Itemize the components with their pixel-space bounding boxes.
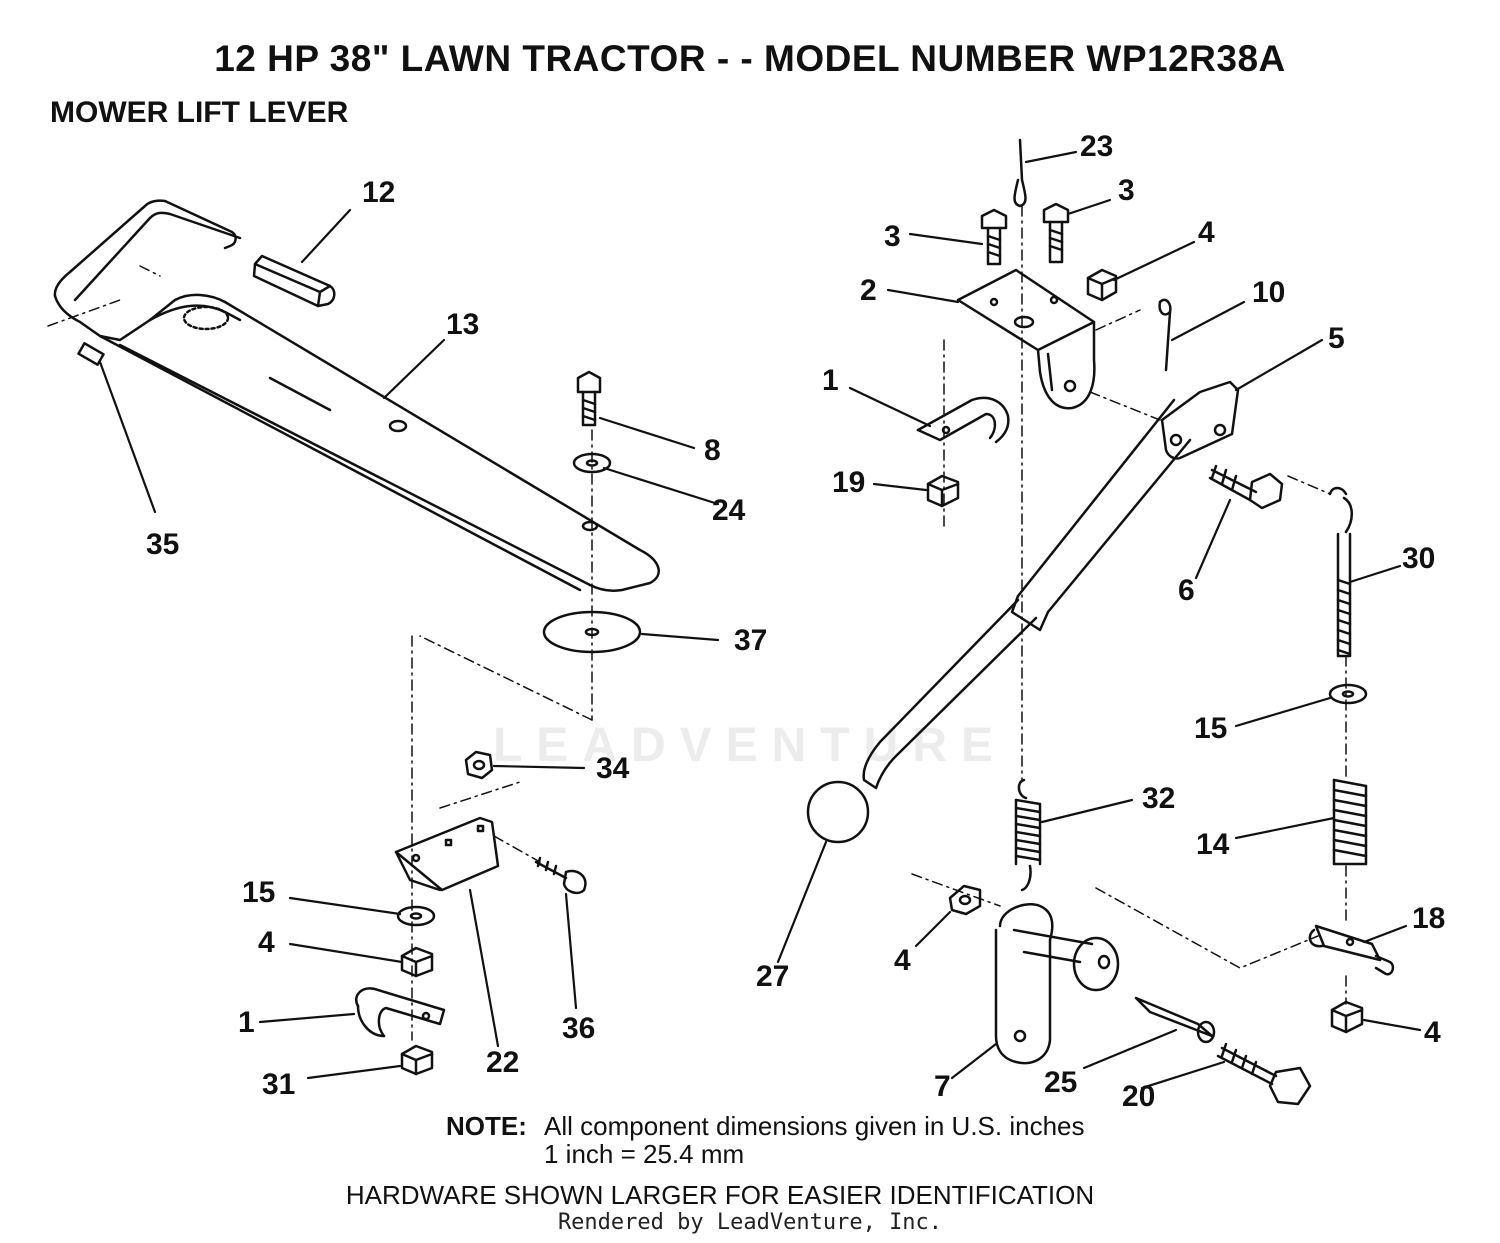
dimensions-note: NOTE: All component dimensions given in U… <box>446 1112 1085 1168</box>
callout-27: 27 <box>756 960 790 993</box>
clip-1-left <box>355 987 446 1038</box>
callout-4-middle: 4 <box>894 944 911 977</box>
leader-lines <box>98 150 1422 1090</box>
nut-4-top <box>1086 268 1118 302</box>
callout-7: 7 <box>934 1070 951 1103</box>
bracket-22 <box>394 816 500 892</box>
extension-spring-32 <box>1014 778 1042 892</box>
lift-arm-7 <box>994 903 1120 1065</box>
callout-4-left: 4 <box>258 926 275 959</box>
pin-35 <box>77 342 105 366</box>
note-line-1: All component dimensions given in U.S. i… <box>544 1111 1085 1141</box>
nut-34 <box>464 750 494 780</box>
callout-3-left: 3 <box>884 220 901 253</box>
callout-6: 6 <box>1178 574 1195 607</box>
note-label: NOTE: <box>446 1111 527 1141</box>
knob-27 <box>806 780 870 844</box>
callout-31: 31 <box>262 1068 296 1101</box>
rendered-by-credit: Rendered by LeadVenture, Inc. <box>557 1210 943 1235</box>
callout-24: 24 <box>712 494 746 527</box>
callout-19: 19 <box>832 466 866 499</box>
section-subtitle: MOWER LIFT LEVER <box>50 96 349 129</box>
nut-4-left <box>400 946 434 978</box>
callout-13: 13 <box>446 308 480 341</box>
nut-31 <box>400 1044 434 1076</box>
hardware-note: HARDWARE SHOWN LARGER FOR EASIER IDENTIF… <box>345 1180 1095 1210</box>
callout-1-right: 1 <box>822 364 839 397</box>
nut-19 <box>926 474 960 508</box>
grip-12 <box>252 254 336 308</box>
assembly-guides-left <box>47 265 593 1041</box>
callout-15-left: 15 <box>242 876 276 909</box>
watermark: LEADVENTURE <box>492 719 1008 772</box>
callout-37: 37 <box>734 624 768 657</box>
compression-spring-14 <box>1332 778 1368 866</box>
bolt-3-right <box>1042 202 1070 264</box>
ferrule-18 <box>1308 924 1395 976</box>
callout-18: 18 <box>1412 902 1446 935</box>
callout-36: 36 <box>562 1012 596 1045</box>
callout-15-right: 15 <box>1194 712 1228 745</box>
carriage-bolt-36 <box>534 856 587 895</box>
clip-1-right <box>916 396 1010 444</box>
callout-2: 2 <box>860 274 877 307</box>
bolt-20 <box>1216 1042 1312 1106</box>
lift-lever-13 <box>53 199 660 593</box>
cotter-pin-10 <box>1158 298 1172 372</box>
bolt-8 <box>576 370 602 427</box>
bolt-3-left <box>980 208 1008 266</box>
callout-32: 32 <box>1142 782 1176 815</box>
callout-34: 34 <box>596 752 630 785</box>
callout-4-bottom: 4 <box>1424 1016 1441 1049</box>
callout-8: 8 <box>704 434 721 467</box>
assembly-guides-right <box>911 205 1347 1005</box>
spacer-25 <box>1134 996 1216 1044</box>
note-line-2: 1 inch = 25.4 mm <box>544 1139 745 1169</box>
callout-35: 35 <box>146 528 180 561</box>
callout-20: 20 <box>1122 1080 1156 1113</box>
callout-23: 23 <box>1080 130 1114 163</box>
washer-15-right <box>1328 683 1368 705</box>
bracket-2 <box>956 268 1096 410</box>
callout-4-top: 4 <box>1198 216 1215 249</box>
cotter-pin-23 <box>1013 138 1027 208</box>
callout-25: 25 <box>1044 1066 1078 1099</box>
nut-4-bottom <box>1330 1000 1364 1034</box>
callout-10: 10 <box>1252 276 1286 309</box>
callout-3-right: 3 <box>1118 174 1135 207</box>
callout-22: 22 <box>486 1046 520 1079</box>
callout-30: 30 <box>1402 542 1436 575</box>
page-title: 12 HP 38" LAWN TRACTOR - - MODEL NUMBER … <box>214 38 1286 79</box>
bolt-6 <box>1208 464 1284 510</box>
callout-12: 12 <box>362 176 396 209</box>
callout-5: 5 <box>1328 322 1345 355</box>
washer-15-left <box>396 905 436 927</box>
nut-4-middle <box>948 884 982 916</box>
lift-handle-5 <box>862 380 1240 790</box>
callout-14: 14 <box>1196 828 1230 861</box>
eye-bolt-30 <box>1328 486 1353 658</box>
callout-1-left: 1 <box>238 1006 255 1039</box>
